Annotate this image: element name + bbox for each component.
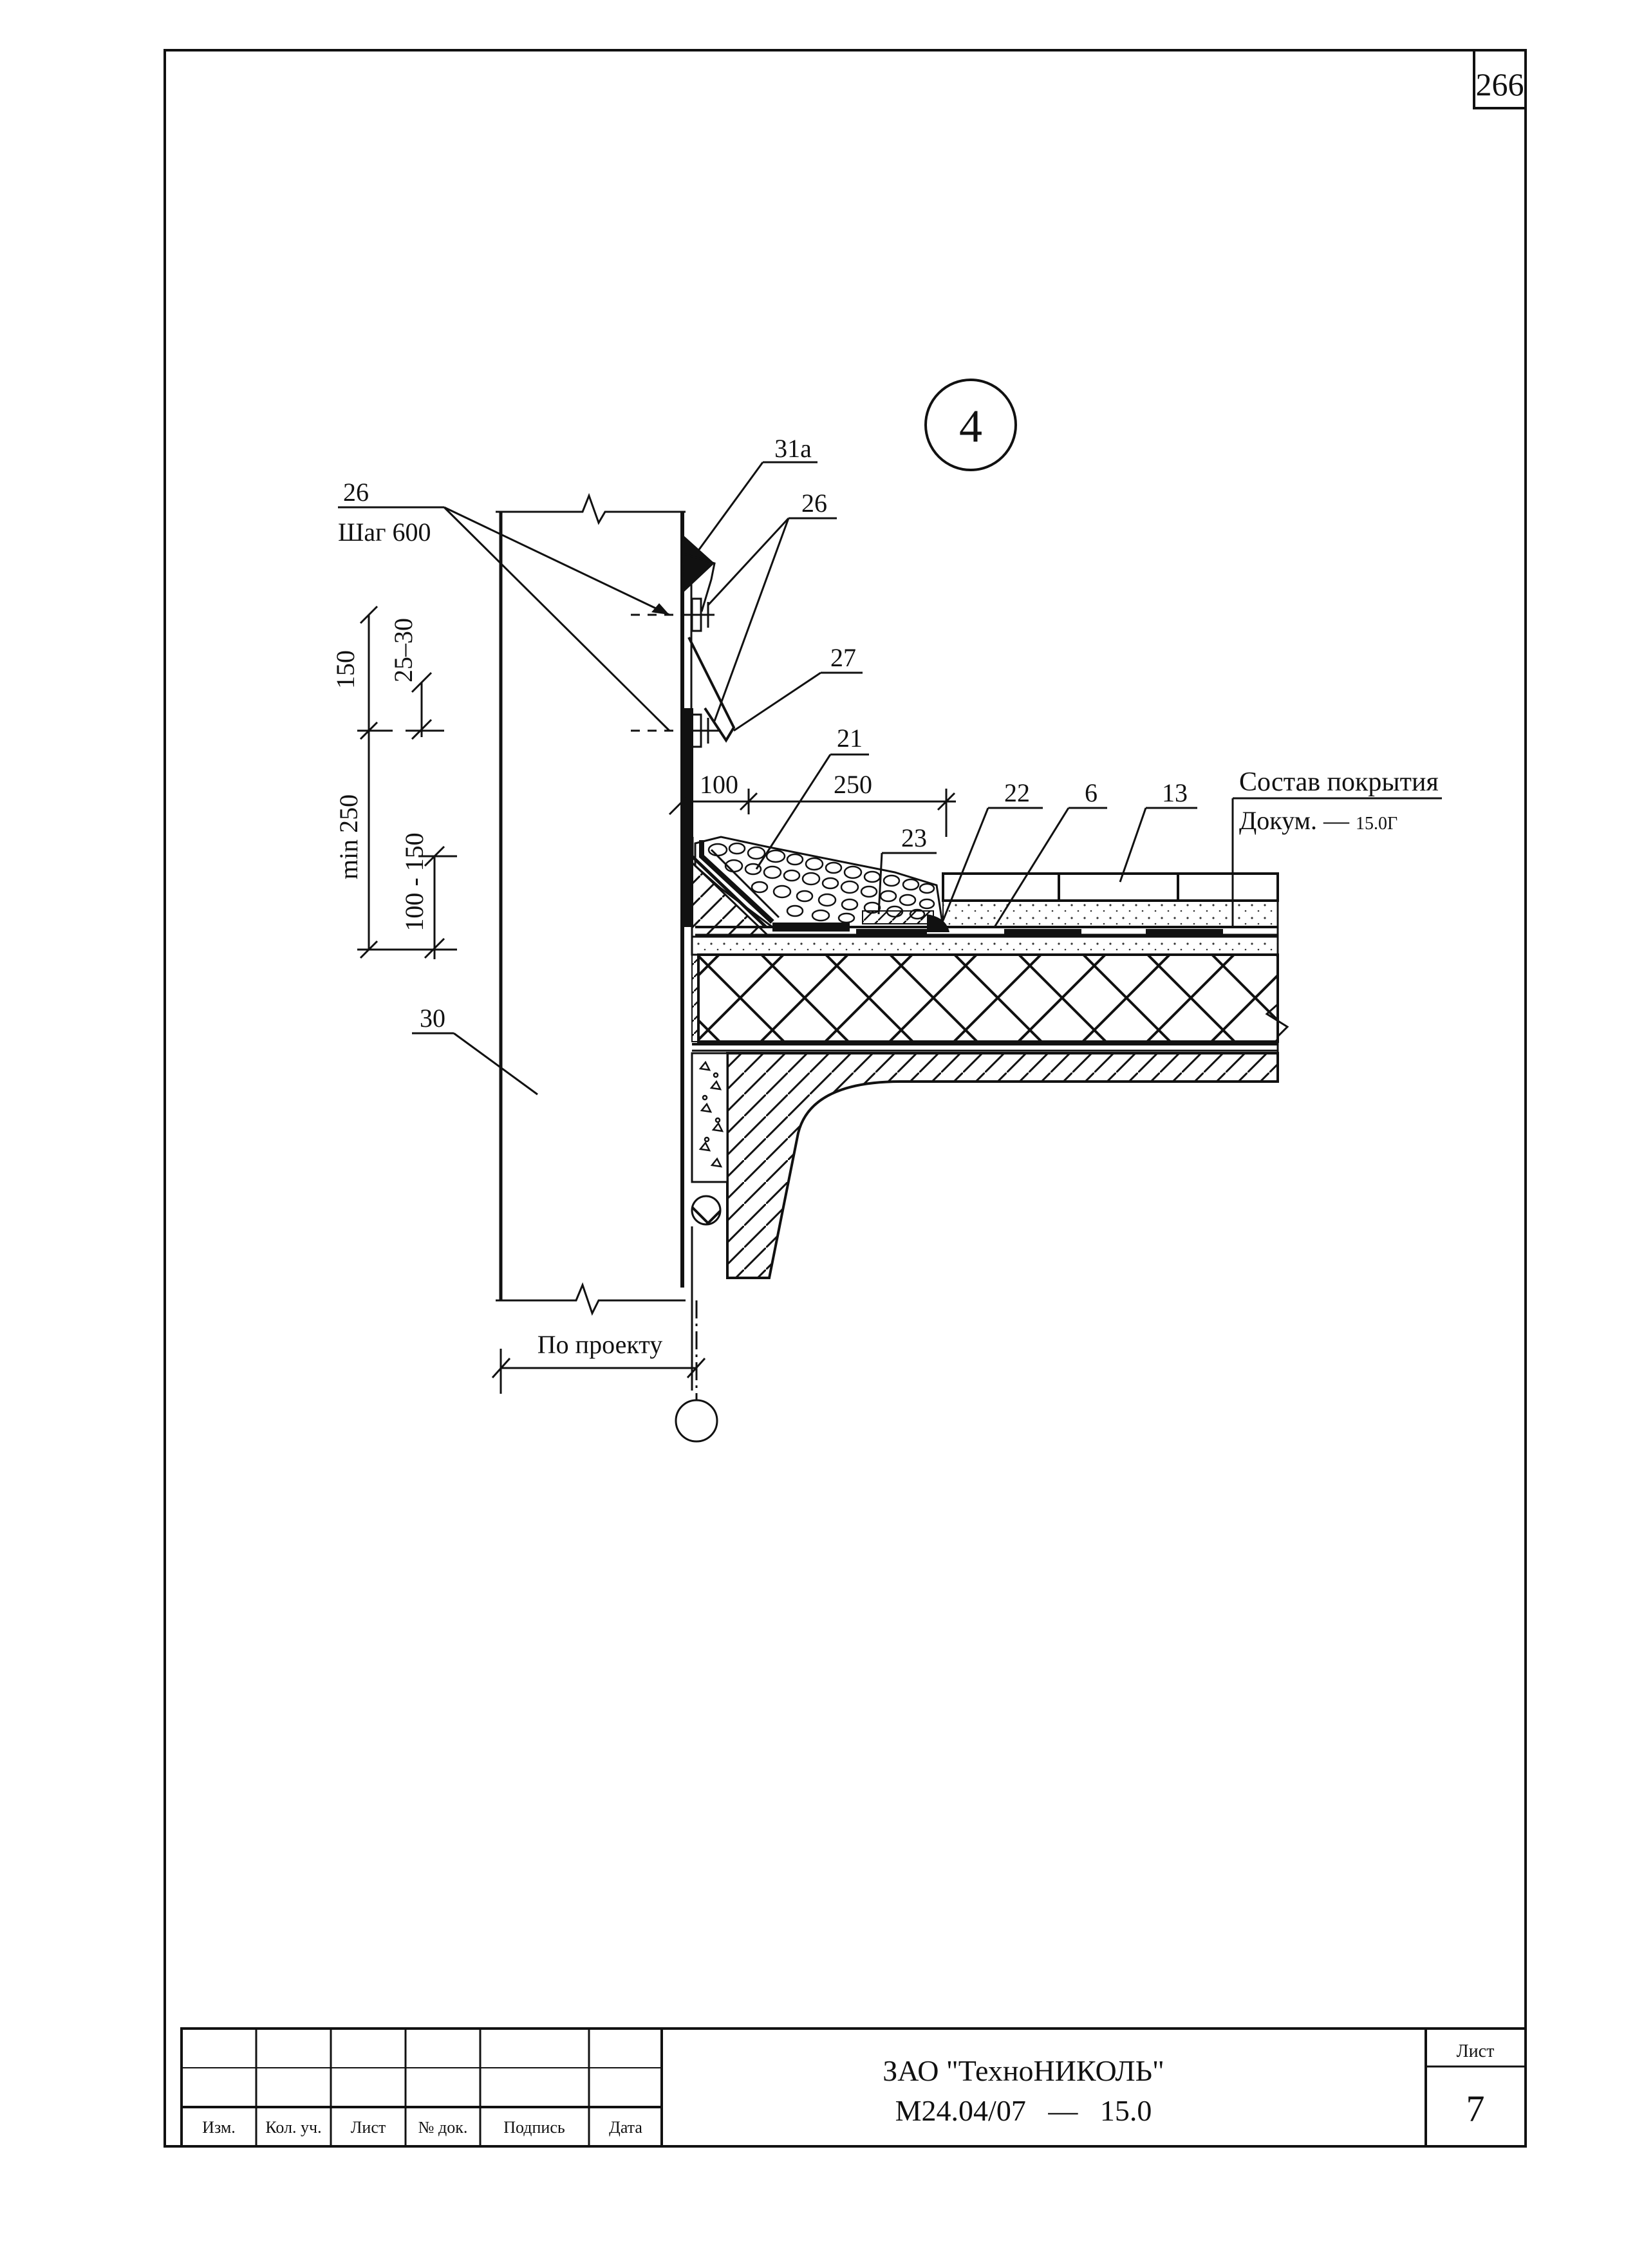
concrete-slab: [726, 1052, 1279, 1279]
composition-doc: Докум. —15.0Г: [1239, 806, 1397, 835]
dim-100: 100: [700, 770, 738, 799]
company-name: ЗАО "ТехноНИКОЛЬ": [883, 2054, 1164, 2087]
col-date: Дата: [609, 2118, 642, 2137]
callout-30: 30: [420, 1004, 445, 1033]
sand-layer: [942, 900, 1278, 927]
col-izm: Изм.: [202, 2118, 236, 2137]
detail-number: 4: [959, 400, 982, 452]
axis-marker: [675, 1300, 718, 1443]
composition-ref: 15.0Г: [1356, 814, 1397, 834]
vertical-dimensions: 150 25–30 min 250 100 - 150: [331, 605, 457, 959]
callout-step: Шаг 600: [338, 518, 431, 547]
dim-min-250: min 250: [334, 794, 363, 879]
sheet-number: 7: [1466, 2088, 1485, 2130]
document-code: М24.04/07 — 15.0: [895, 2094, 1152, 2127]
dim-by-project: По проекту: [537, 1330, 662, 1359]
mortar-joint: [691, 1052, 729, 1183]
callout-27: 27: [830, 643, 856, 672]
sheet-label: Лист: [1457, 2041, 1495, 2061]
composition-title: Состав покрытия: [1239, 767, 1439, 797]
callout-26-left: 26: [343, 478, 369, 507]
drainage-strip: [862, 910, 934, 924]
dim-250: 250: [834, 770, 872, 799]
dimension-by-project: По проекту: [491, 1330, 706, 1394]
insulation: [697, 953, 1279, 1043]
callout-31a: 31а: [774, 434, 812, 463]
page-number: 266: [1476, 66, 1524, 102]
counter-flashing: [631, 534, 736, 748]
callout-6: 6: [1085, 778, 1098, 807]
horizontal-dimensions: 100 250: [668, 770, 956, 837]
page-number-box: 266: [1473, 49, 1527, 109]
dim-100-150: 100 - 150: [400, 832, 429, 931]
parapet-wall: [496, 492, 686, 1316]
roof-section: [690, 836, 1289, 1391]
screed: [691, 935, 1279, 956]
callout-23: 23: [901, 823, 927, 852]
title-block: Изм. Кол. уч. Лист № док. Подпись Дата З…: [180, 2027, 1527, 2148]
dim-150: 150: [331, 650, 360, 689]
sheet-frame: [164, 49, 1527, 2148]
col-signature: Подпись: [503, 2118, 565, 2137]
callout-26-right: 26: [801, 489, 827, 518]
col-doc-no: № док.: [418, 2118, 468, 2137]
callout-21: 21: [837, 724, 863, 753]
callout-13: 13: [1162, 778, 1188, 807]
dim-25-30: 25–30: [389, 618, 418, 682]
detail-marker: 4: [924, 379, 1017, 471]
paving-tiles: [942, 872, 1279, 902]
col-list: Лист: [351, 2118, 386, 2137]
sealant-cord: [691, 1195, 722, 1226]
col-kol-uch: Кол. уч.: [265, 2118, 321, 2137]
callouts: 26 Шаг 600 31а 26 27 21 23 22 6: [338, 434, 1442, 1096]
callout-22: 22: [1004, 778, 1030, 807]
